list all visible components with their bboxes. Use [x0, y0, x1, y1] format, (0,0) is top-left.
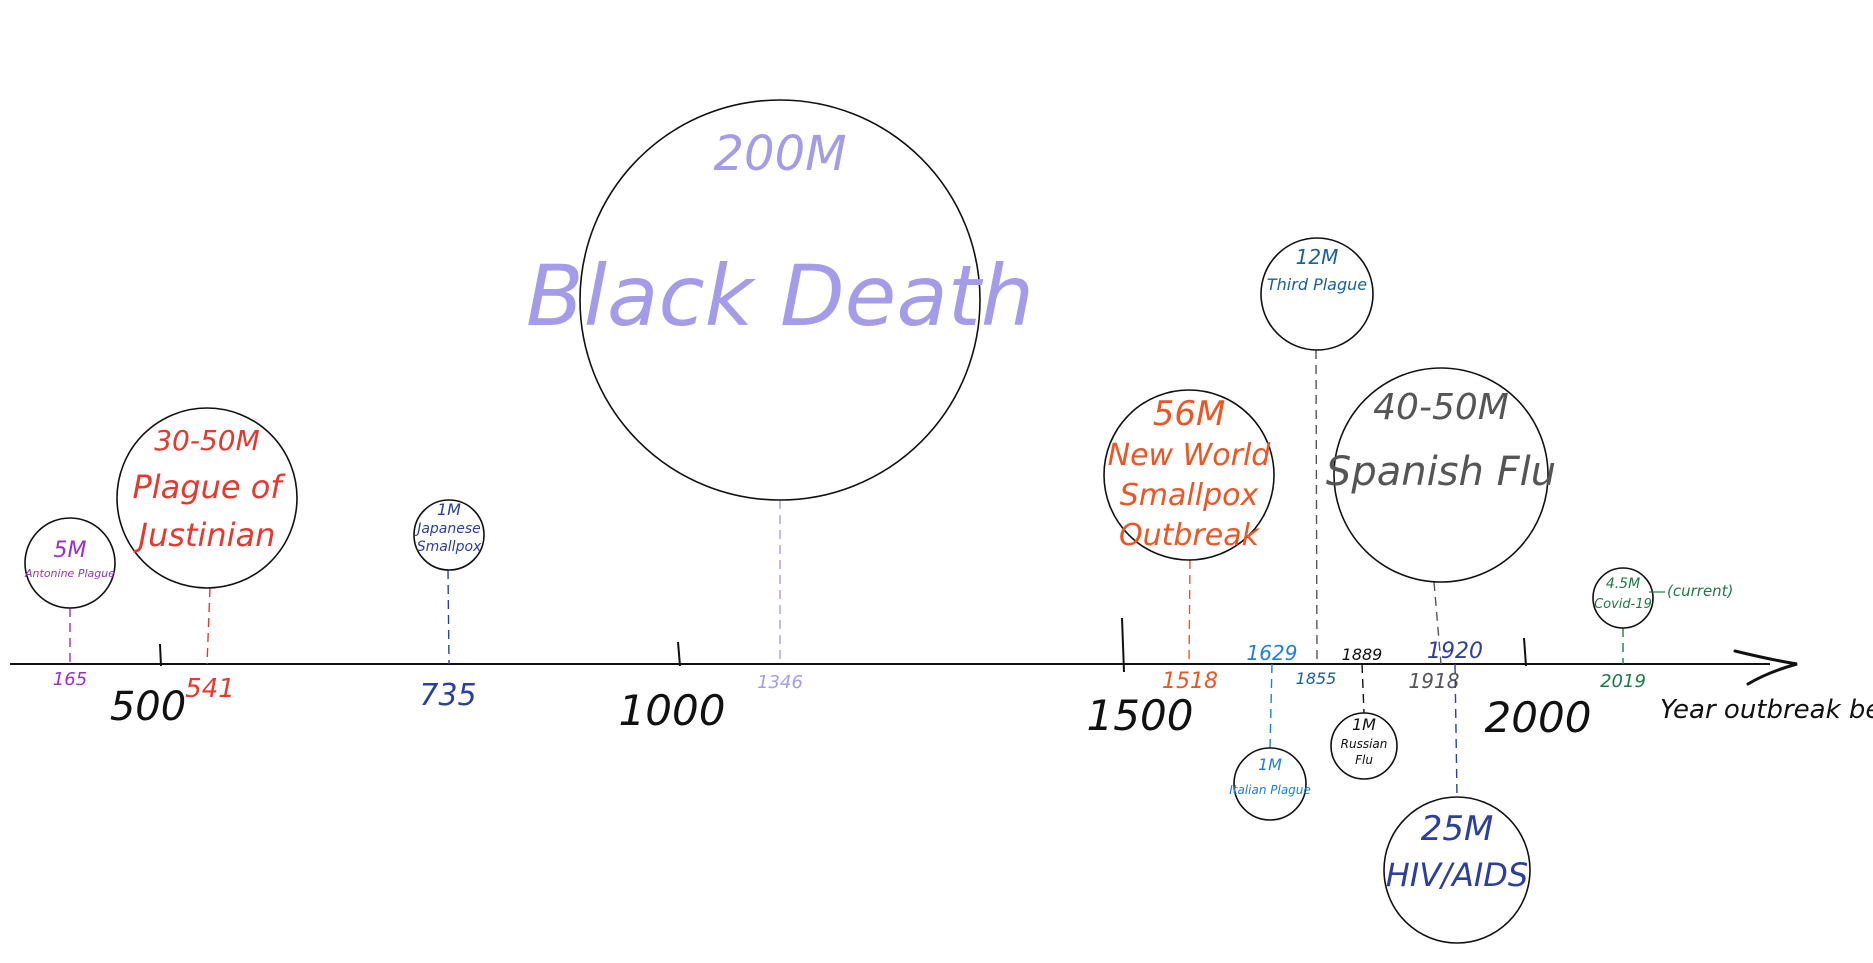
event-name: Smallpox	[1120, 478, 1259, 513]
event-name: Third Plague	[1267, 275, 1367, 294]
event-plague-of-justinian: 541 30-50M Plague of Justinian	[116, 407, 298, 704]
event-bubble	[1103, 389, 1275, 561]
event-bubble	[1333, 367, 1549, 583]
event-connector	[1361, 663, 1365, 714]
event-deaths: 1M	[437, 500, 461, 519]
event-name: Black Death	[526, 247, 1034, 345]
event-bubble	[1260, 237, 1374, 351]
event-name: Spanish Flu	[1326, 449, 1556, 495]
event-year: 1920	[1427, 639, 1483, 664]
event-deaths: 40-50M	[1373, 387, 1509, 428]
event-name: Smallpox	[417, 539, 482, 555]
axis-arrowhead	[1733, 649, 1798, 686]
event-year: 165	[53, 669, 87, 690]
event-year: 2019	[1600, 671, 1646, 692]
event-deaths: 25M	[1421, 809, 1494, 849]
event-connector	[1188, 559, 1191, 665]
event-name: Antonine Plague	[24, 567, 115, 580]
event-note: (current)	[1667, 582, 1733, 600]
event-bubble	[116, 407, 298, 589]
event-black-death: 1346 200M Black Death	[526, 99, 1034, 693]
event-bubble	[1233, 747, 1307, 821]
event-name: Russian	[1341, 737, 1388, 751]
event-year: 1918	[1409, 669, 1460, 693]
tick-label: 2000	[1485, 693, 1592, 742]
tick-mark	[1121, 617, 1125, 673]
century-tick-2000: 2000	[1485, 637, 1592, 742]
event-deaths: 5M	[54, 538, 87, 563]
event-italian-plague: 1629 1M Italian Plague	[1229, 641, 1311, 821]
event-year: 541	[185, 674, 235, 704]
event-connector	[206, 587, 211, 665]
event-name: Flu	[1355, 753, 1373, 767]
event-name: Covid-19	[1594, 597, 1652, 612]
event-bubble	[579, 99, 981, 501]
axis-label: Year outbreak began	[1660, 695, 1873, 725]
timeline-axis: Year outbreak began	[10, 649, 1873, 725]
event-name: Plague of	[132, 468, 286, 506]
event-bubble	[1383, 796, 1531, 944]
event-connector	[447, 569, 450, 665]
event-name: Japanese	[414, 521, 481, 537]
event-year: 735	[419, 678, 476, 713]
tick-label: 1500	[1087, 691, 1194, 740]
event-deaths: 1M	[1352, 715, 1376, 734]
event-connector	[1315, 349, 1318, 665]
event-connector	[1454, 663, 1458, 798]
event-connector	[1269, 663, 1273, 749]
event-name: New World	[1108, 438, 1272, 473]
event-connector	[1433, 581, 1442, 665]
event-bubble	[24, 517, 116, 609]
event-bubble	[1330, 712, 1398, 780]
event-covid-19: 2019 4.5M Covid-19 (current)	[1592, 567, 1733, 692]
century-ticks: 500 1000 1500 2000	[110, 617, 1592, 742]
event-deaths: 200M	[713, 126, 846, 182]
event-hiv-aids: 1920 25M HIV/AIDS	[1383, 639, 1531, 944]
event-deaths: 12M	[1296, 245, 1339, 269]
century-tick-1500: 1500	[1087, 617, 1194, 740]
event-third-plague: 1855 12M Third Plague	[1260, 237, 1374, 688]
tick-mark	[159, 643, 162, 667]
century-tick-1000: 1000	[619, 641, 726, 735]
tick-label: 1000	[619, 686, 726, 735]
event-name: HIV/AIDS	[1386, 856, 1528, 894]
event-deaths: 1M	[1258, 755, 1282, 774]
tick-mark	[677, 641, 681, 667]
event-year: 1346	[757, 672, 803, 693]
event-deaths: 56M	[1153, 394, 1226, 434]
event-year: 1629	[1247, 641, 1298, 665]
event-name: Outbreak	[1119, 518, 1261, 553]
tick-mark	[1523, 637, 1527, 667]
event-bubble	[1592, 567, 1654, 629]
event-year: 1518	[1162, 669, 1218, 694]
tick-label: 500	[110, 684, 186, 730]
event-deaths: 30-50M	[154, 424, 260, 457]
event-year: 1855	[1296, 669, 1337, 688]
event-name: Justinian	[133, 516, 276, 554]
event-antonine-plague: 165 5M Antonine Plague	[24, 517, 116, 690]
event-name: Italian Plague	[1229, 783, 1311, 797]
event-spanish-flu: 1918 40-50M Spanish Flu	[1326, 367, 1556, 693]
outbreak-events: 165 5M Antonine Plague 541 30-50M Plague of Ju…	[24, 99, 1733, 944]
century-tick-500: 500	[110, 643, 186, 730]
event-deaths: 4.5M	[1606, 576, 1640, 592]
event-bubble	[413, 499, 485, 571]
event-year: 1889	[1342, 645, 1383, 664]
